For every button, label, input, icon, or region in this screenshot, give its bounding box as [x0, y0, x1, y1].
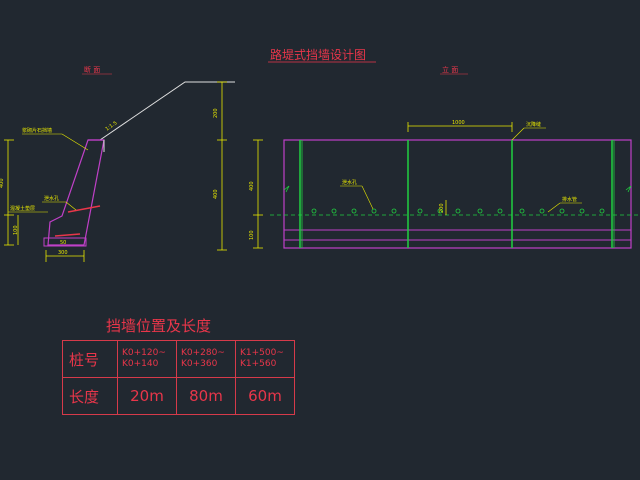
- elevation-callout-joint: 沉降缝: [526, 121, 541, 128]
- section-callout-drain: 泄水孔: [44, 195, 59, 202]
- elevation-dim-span: 1000: [452, 120, 465, 126]
- length-cell-2: 80m: [176, 377, 236, 415]
- elevation-view: 1000 沉降缝 泄水孔 排水管 200 400 100: [249, 120, 640, 249]
- station-3-line2: K1+560: [240, 359, 277, 369]
- section-callout-top: 浆砌片石挡墙: [22, 127, 52, 134]
- table-row-length: 长度 20m 80m 60m: [62, 377, 295, 415]
- section-dim-left-lower: 100: [13, 225, 19, 235]
- station-1-line2: K0+140: [122, 359, 159, 369]
- section-callout-base: 混凝土垫层: [10, 205, 35, 212]
- station-2-line2: K0+360: [181, 359, 218, 369]
- elevation-dim-left-lower: 100: [249, 230, 255, 240]
- section-dim-base: 50: [60, 240, 66, 246]
- table-title: 挡墙位置及长度: [106, 317, 212, 335]
- header-station: 桩号: [62, 340, 118, 378]
- section-view: 400 100 300 50 200 400 1:1.5 浆砌片石挡墙 泄水孔 …: [0, 81, 235, 262]
- elevation-callout-drain: 泄水孔: [342, 179, 357, 186]
- position-length-table: 桩号 K0+120~ K0+140 K0+280~ K0+360 K1+500~…: [62, 340, 295, 415]
- length-cell-1: 20m: [117, 377, 177, 415]
- header-length: 长度: [62, 377, 118, 415]
- station-3-line1: K1+500~: [240, 348, 284, 358]
- station-cell-1: K0+120~ K0+140: [117, 340, 177, 378]
- section-dim-left-upper: 400: [0, 178, 5, 188]
- station-cell-3: K1+500~ K1+560: [235, 340, 295, 378]
- table-row-station: 桩号 K0+120~ K0+140 K0+280~ K0+360 K1+500~…: [62, 340, 295, 378]
- length-cell-3: 60m: [235, 377, 295, 415]
- station-2-line1: K0+280~: [181, 348, 225, 358]
- drawing-title: 路堤式挡墙设计图: [270, 47, 366, 62]
- slope-ratio: 1:1.5: [105, 120, 119, 132]
- elevation-dim-left-upper: 400: [249, 181, 255, 191]
- station-cell-2: K0+280~ K0+360: [176, 340, 236, 378]
- elevation-label: 立 面: [442, 65, 458, 74]
- section-dim-right-upper: 200: [213, 108, 219, 118]
- elevation-callout-filter: 排水管: [562, 196, 577, 203]
- section-dim-right-lower: 400: [213, 189, 219, 199]
- section-label: 断 面: [84, 65, 100, 74]
- elevation-dim-mid: 200: [439, 203, 445, 213]
- section-dim-bottom: 300: [58, 250, 68, 256]
- station-1-line1: K0+120~: [122, 348, 166, 358]
